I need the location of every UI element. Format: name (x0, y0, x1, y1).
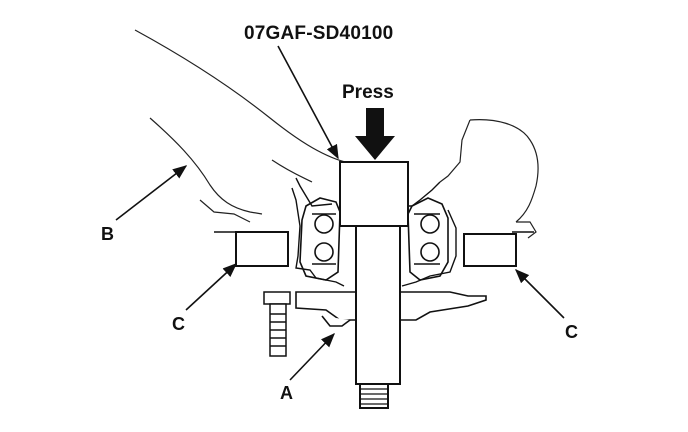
hub-a (295, 291, 487, 327)
leader-c-left (185, 263, 238, 311)
bearing-left (299, 197, 341, 281)
knuckle-outline (134, 29, 539, 239)
leader-tool (277, 45, 339, 160)
leader-b (115, 165, 188, 221)
press-label: Press (342, 82, 394, 103)
housing-outline (214, 177, 534, 287)
leader-c-right (514, 268, 565, 319)
press-tool (339, 161, 409, 409)
bearing-right (407, 197, 449, 281)
label-c-left: C (172, 314, 185, 334)
label-c-right: C (565, 322, 578, 342)
leader-a (289, 332, 335, 381)
label-a: A (280, 383, 293, 403)
leader-lines (115, 45, 565, 381)
support-block-left (235, 231, 289, 267)
support-block-right (463, 233, 517, 267)
tool-number-label: 07GAF-SD40100 (244, 23, 394, 44)
press-arrow-icon (355, 108, 395, 160)
wheel-stud (263, 291, 291, 357)
label-b: B (101, 224, 114, 244)
